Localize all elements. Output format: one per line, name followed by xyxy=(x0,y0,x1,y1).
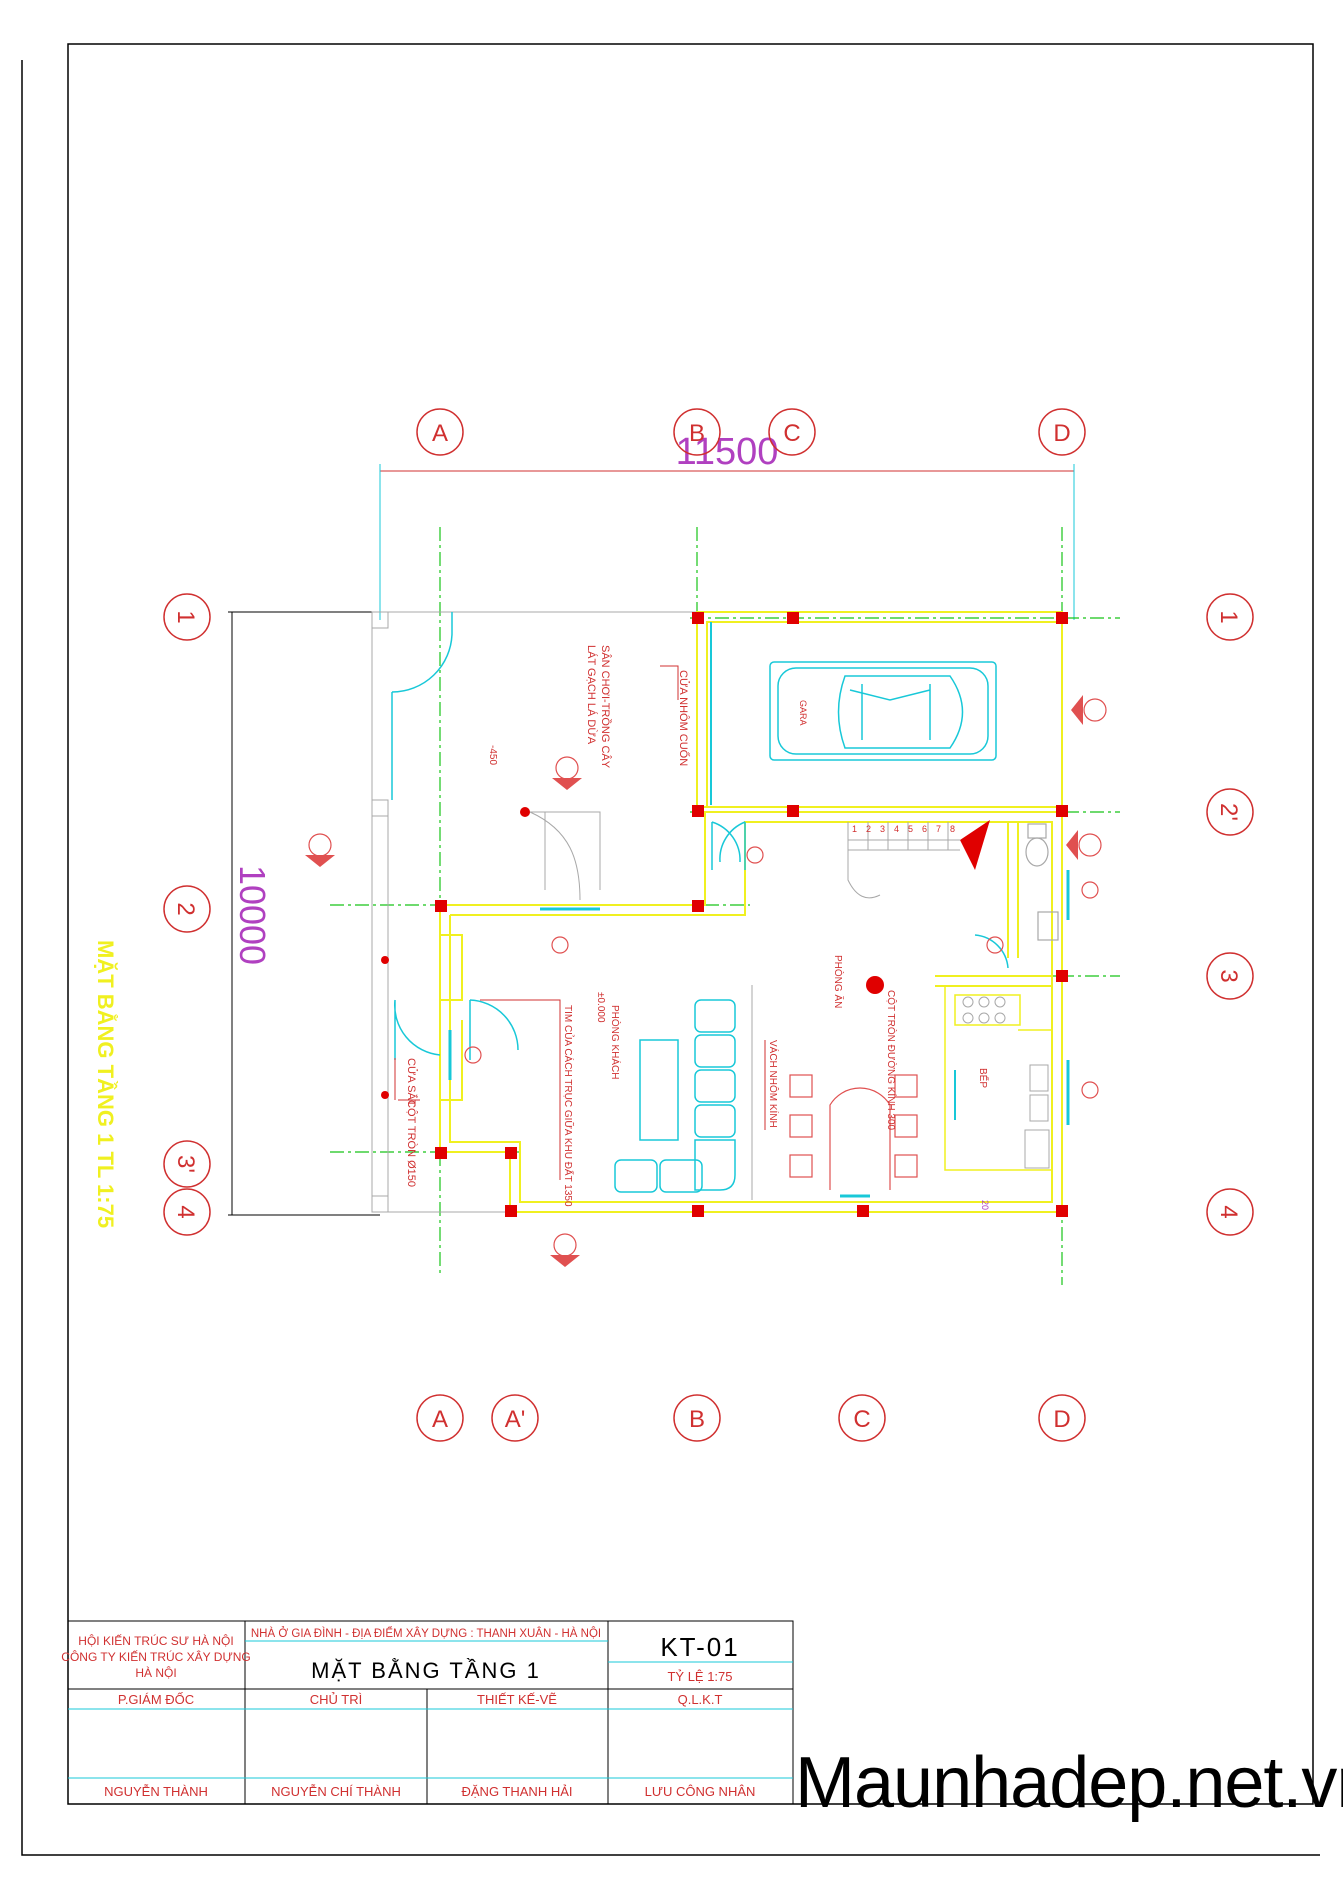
sofa xyxy=(614,999,736,1193)
name-qa: LƯU CÔNG NHÂN xyxy=(645,1784,756,1799)
sheet-number: KT-01 xyxy=(660,1632,739,1662)
roll-door-text: CỬA NHÔM CUỐN xyxy=(677,670,691,766)
axis-label-left-3p: 3' xyxy=(172,1155,199,1173)
round-col-note: CỘT TRÒN Ø150 xyxy=(405,1100,418,1187)
garden-note-2: LÁT GẠCH LÁ DỪA xyxy=(585,645,598,745)
windows xyxy=(448,870,1070,1198)
stair-arrow xyxy=(960,820,990,870)
axes-top xyxy=(416,408,1086,456)
role-designer: THIẾT KẾ-VẼ xyxy=(477,1692,557,1707)
axis-label-right-1: 1 xyxy=(1215,610,1242,623)
level-living: ±0.000 xyxy=(595,992,606,1023)
round-column xyxy=(866,976,884,994)
stair-number: 5 xyxy=(908,824,913,834)
stair-number: 7 xyxy=(936,824,941,834)
room-label-kitchen: BẾP xyxy=(977,1068,990,1088)
stove-icon xyxy=(962,996,1050,1169)
axis-label-top-d: D xyxy=(1053,420,1070,447)
axis-label-right-2p: 2' xyxy=(1215,803,1242,821)
iron-door-leader xyxy=(394,1058,420,1101)
garden-gate xyxy=(391,612,453,800)
axis-note-leader xyxy=(480,999,561,1180)
section-arrows xyxy=(305,695,1083,1267)
kitchen-counter xyxy=(944,986,1052,1171)
height-dimension: 10000 xyxy=(232,865,273,965)
room-label-living: PHÒNG KHÁCH xyxy=(609,1005,622,1079)
title-block xyxy=(67,1620,794,1805)
car-icon xyxy=(769,661,997,761)
site-boundary xyxy=(371,611,700,1213)
project-line: NHÀ Ở GIA ĐÌNH - ĐỊA ĐIỂM XÂY DỰNG : THA… xyxy=(251,1627,601,1640)
width-dimension: 11500 xyxy=(676,431,779,473)
role-lead: CHỦ TRÌ xyxy=(310,1692,362,1707)
round-col-dot xyxy=(381,1091,389,1099)
toilet-icon xyxy=(1025,823,1059,941)
small-dimension: 20 xyxy=(980,1200,990,1210)
name-lead: NGUYỄN CHÍ THÀNH xyxy=(271,1784,401,1799)
axes-bottom xyxy=(416,1394,1086,1442)
stair-number: 3 xyxy=(880,824,885,834)
axis-label-left-4: 4 xyxy=(172,1205,199,1218)
iron-door-note: CỬA SẮT xyxy=(405,1058,418,1107)
stair-number: 8 xyxy=(950,824,955,834)
house-walls xyxy=(439,811,1063,1213)
org-line-2: CÔNG TY KIẾN TRÚC XÂY DỰNG xyxy=(61,1649,250,1664)
axes-left xyxy=(163,593,211,1236)
round-col-dot xyxy=(520,807,530,817)
axis-label-top-a: A xyxy=(432,420,448,447)
room-label-garage: GARA xyxy=(798,700,808,726)
sheet-title: MẶT BẰNG TẦNG 1 xyxy=(311,1658,541,1683)
stair-number: 6 xyxy=(922,824,927,834)
stair-numbers: 1 2 3 4 5 6 7 8 xyxy=(852,824,955,834)
stair-number: 2 xyxy=(866,824,871,834)
room-label-dining: PHÒNG ĂN xyxy=(832,955,845,1008)
doors xyxy=(393,821,1009,1060)
org-line-3: HÀ NỘI xyxy=(135,1665,176,1680)
garage-walls xyxy=(696,611,1063,808)
axis-label-left-1: 1 xyxy=(172,610,199,623)
axis-label-right-3: 3 xyxy=(1215,969,1242,982)
name-designer: ĐẶNG THANH HẢI xyxy=(462,1784,573,1799)
stair-number: 1 xyxy=(852,824,857,834)
drawing-title: MẶT BẰNG TẦNG 1 TL 1:75 xyxy=(93,940,118,1228)
dining-table xyxy=(789,1074,918,1190)
round-col-dot xyxy=(381,956,389,964)
org-line-1: HỘI KIẾN TRÚC SƯ HÀ NỘI xyxy=(78,1633,233,1648)
axis-label-top-c: C xyxy=(783,420,800,447)
name-director: NGUYỄN THÀNH xyxy=(104,1784,208,1799)
axis-label-bottom-d: D xyxy=(1053,1406,1070,1433)
watermark: Maunhadep.net.vn xyxy=(795,1743,1343,1823)
outer-frame-left xyxy=(21,60,1320,1856)
axis-label-top-b: B xyxy=(689,420,705,447)
glass-wall-note: VÁCH NHÔM KÍNH xyxy=(767,1040,780,1128)
axis-label-bottom-b: B xyxy=(689,1406,705,1433)
column-note: CỘT TRÒN ĐƯỜNG KÍNH 300 xyxy=(885,990,898,1131)
stair-number: 4 xyxy=(894,824,899,834)
axis-label-left-2: 2 xyxy=(172,902,199,915)
garden-note-1: SÂN CHƠI-TRỒNG CÂY xyxy=(599,645,612,769)
roll-door-note: CỬA NHÔM CUỐN xyxy=(660,665,691,766)
axes-right xyxy=(1206,593,1254,1236)
structural-columns xyxy=(435,612,1068,1217)
role-director: P.GIÁM ĐỐC xyxy=(118,1692,194,1707)
level-garden: -450 xyxy=(487,745,498,765)
axis-label-bottom-a: A xyxy=(432,1406,448,1433)
sheet-scale: TỶ LỆ 1:75 xyxy=(667,1669,732,1684)
axis-label-bottom-a-prime: A' xyxy=(505,1406,526,1433)
axis-note: TIM CỦA CÁCH TRỤC GIỮA KHU ĐẤT 1350 xyxy=(562,1005,575,1207)
axis-label-bottom-c: C xyxy=(853,1406,870,1433)
role-qa: Q.L.K.T xyxy=(678,1692,723,1707)
axis-label-right-4: 4 xyxy=(1215,1205,1242,1218)
stair xyxy=(847,822,960,899)
